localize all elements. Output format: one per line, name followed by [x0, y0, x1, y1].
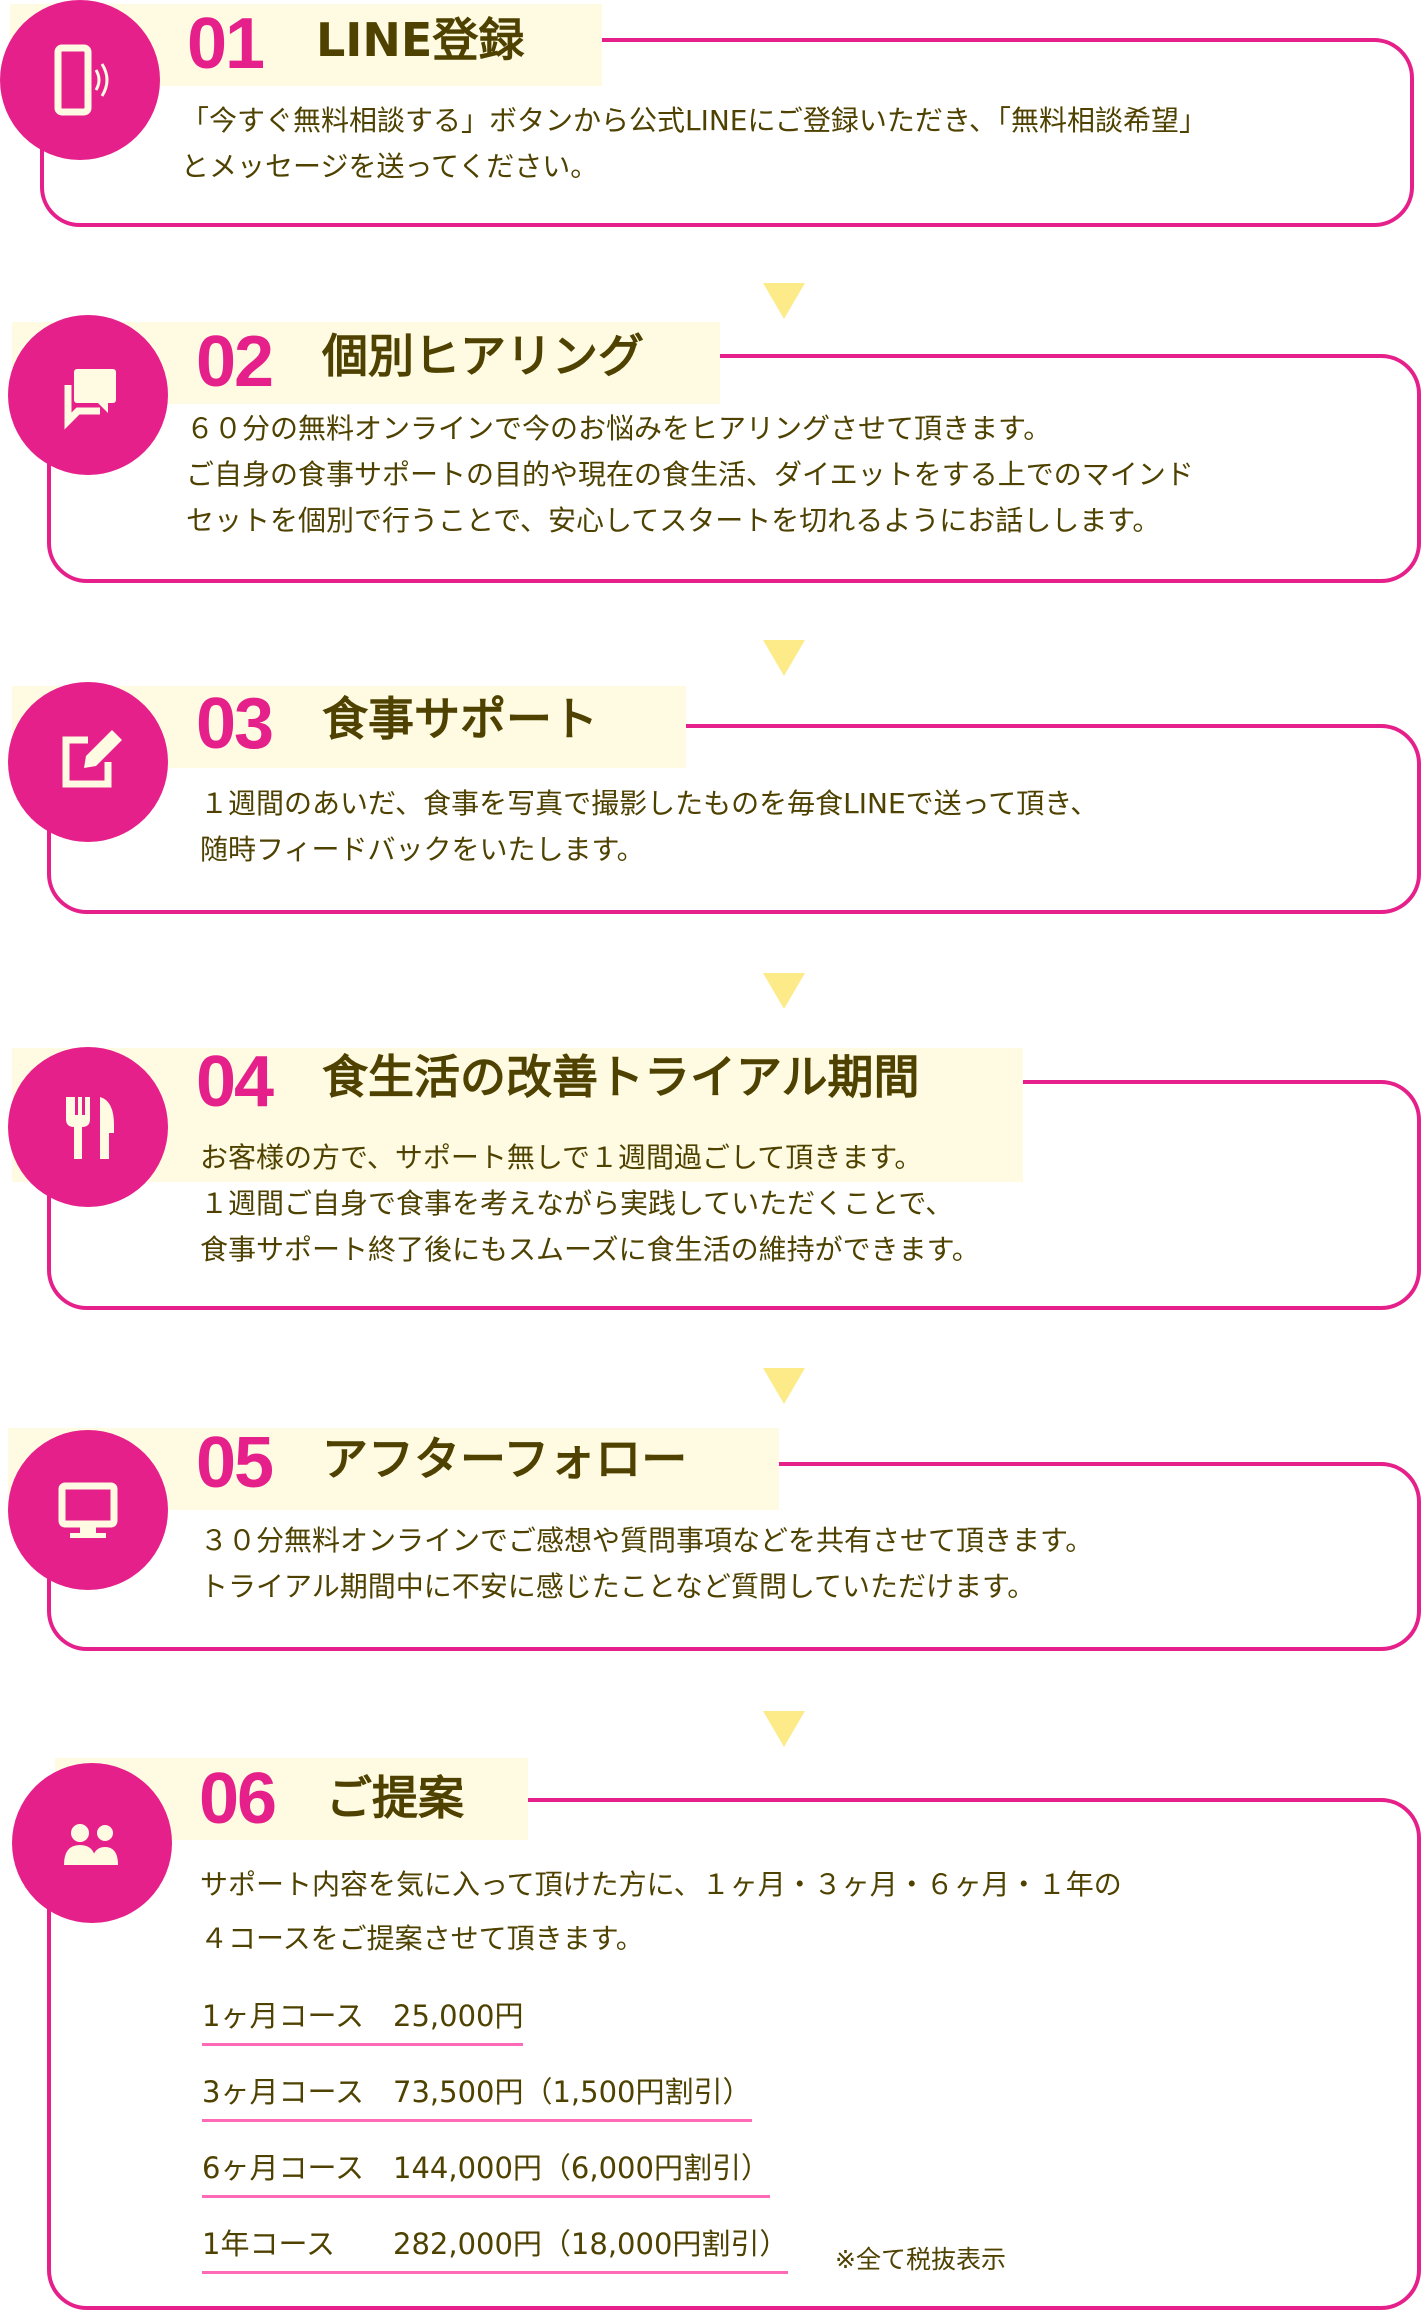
step-3-title: 食事サポート: [322, 692, 598, 746]
down-arrow-icon: [763, 973, 805, 1009]
text-line: 「今すぐ無料相談する」ボタンから公式LINEにご登録いただき、「無料相談希望」: [181, 104, 1207, 137]
step-5-icon-circle: [8, 1430, 168, 1590]
step-2-card: [47, 354, 1421, 583]
text-line: ４コースをご提案させて頂きます。: [200, 1922, 644, 1955]
course-1-month: 1ヶ月コース 25,000円: [202, 1993, 524, 2046]
course-6-month: 6ヶ月コース 144,000円（6,000円割引）: [202, 2145, 770, 2198]
down-arrow-icon: [763, 640, 805, 676]
text-line: １週間のあいだ、食事を写真で撮影したものを毎食LINEで送って頂き、: [200, 787, 1099, 820]
down-arrow-icon: [763, 283, 805, 319]
course-1-year: 1年コース 282,000円（18,000円割引）: [202, 2221, 789, 2274]
text-line: ご自身の食事サポートの目的や現在の食生活、ダイエットをする上でのマインド: [186, 458, 1194, 491]
fork-knife-icon: [66, 1097, 114, 1159]
text-line: サポート内容を気に入って頂けた方に、１ヶ月・３ヶ月・６ヶ月・１年の: [200, 1868, 1122, 1901]
step-6-card: [47, 1798, 1421, 2310]
text-line: ６０分の無料オンラインで今のお悩みをヒアリングさせて頂きます。: [186, 412, 1052, 445]
course-3-month: 3ヶ月コース 73,500円（1,500円割引）: [202, 2069, 752, 2122]
step-6-icon-circle: [12, 1763, 172, 1923]
step-3-number: 03: [196, 684, 274, 764]
step-6-title: ご提案: [326, 1771, 464, 1825]
step-2-title: 個別ヒアリング: [322, 329, 644, 383]
tax-note: ※全て税抜表示: [835, 2245, 1006, 2274]
step-5-text: ３０分無料オンラインでご感想や質問事項などを共有させて頂きます。 トライアル期間…: [200, 1518, 1093, 1610]
step-3-text: １週間のあいだ、食事を写真で撮影したものを毎食LINEで送って頂き、 随時フィー…: [200, 781, 1098, 873]
users-icon: [64, 1824, 118, 1865]
text-line: ３０分無料オンラインでご感想や質問事項などを共有させて頂きます。: [200, 1524, 1094, 1557]
text-line: 随時フィードバックをいたします。: [200, 833, 645, 866]
text-line: セットを個別で行うことで、安心してスタートを切れるようにお話しします。: [186, 504, 1161, 537]
smartphone-icon: [54, 44, 109, 116]
step-4-icon-circle: [8, 1047, 168, 1207]
step-5-number: 05: [196, 1423, 274, 1503]
text-line: とメッセージを送ってください。: [181, 150, 599, 183]
step-2-text: ６０分の無料オンラインで今のお悩みをヒアリングさせて頂きます。 ご自身の食事サポ…: [186, 406, 1194, 544]
step-2-number: 02: [196, 322, 274, 402]
step-1-text: 「今すぐ無料相談する」ボタンから公式LINEにご登録いただき、「無料相談希望」 …: [181, 98, 1207, 190]
step-3-icon-circle: [8, 682, 168, 842]
step-4-subtitle-band: [12, 1130, 1023, 1182]
text-line: 食事サポート終了後にもスムーズに食生活の維持ができます。: [200, 1233, 980, 1266]
text-line: トライアル期間中に不安に感じたことなど質問していただけます。: [200, 1570, 1036, 1603]
monitor-icon: [58, 1482, 118, 1538]
step-1-title: LINE登録: [316, 13, 525, 67]
step-1-icon-circle: [0, 0, 160, 160]
text-line: お客様の方で、サポート無しで１週間過ごして頂きます。: [200, 1141, 923, 1174]
step-5-title: アフターフォロー: [322, 1432, 688, 1486]
step-4-title-band: [12, 1048, 1023, 1130]
step-1-number: 01: [187, 4, 265, 84]
down-arrow-icon: [763, 1711, 805, 1747]
text-line: １週間ご自身で食事を考えながら実践していただくことで、: [200, 1187, 954, 1220]
step-6-text: サポート内容を気に入って頂けた方に、１ヶ月・３ヶ月・６ヶ月・１年の ４コースをご…: [200, 1858, 1122, 1966]
down-arrow-icon: [763, 1368, 805, 1404]
chat-icon: [64, 369, 116, 430]
edit-icon: [62, 730, 122, 788]
step-4-text: お客様の方で、サポート無しで１週間過ごして頂きます。 １週間ご自身で食事を考えな…: [200, 1135, 980, 1273]
step-4-number: 04: [196, 1042, 274, 1122]
step-4-title: 食生活の改善トライアル期間: [322, 1050, 920, 1104]
step-2-icon-circle: [8, 315, 168, 475]
step-6-number: 06: [199, 1759, 277, 1839]
